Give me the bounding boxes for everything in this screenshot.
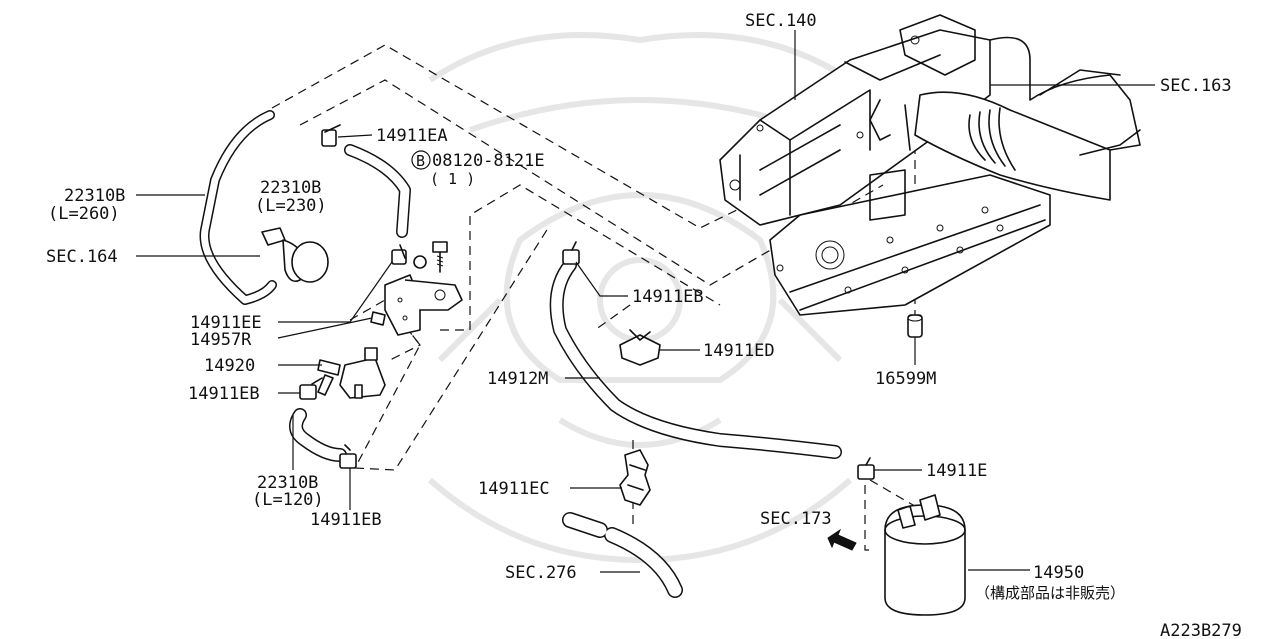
label-14911eb-left: 14911EB — [188, 384, 260, 404]
bolt-marker-circle — [411, 150, 431, 170]
label-sec276: SEC.276 — [505, 563, 577, 583]
clip-14911ed — [619, 329, 661, 366]
bolt-08120-8121e — [432, 241, 448, 273]
label-14911ed: 14911ED — [703, 341, 775, 361]
label-bolt-qty: ( 1 ) — [430, 170, 475, 188]
label-22310b-l260: 22310B — [64, 186, 125, 206]
label-14911ec: 14911EC — [478, 479, 550, 499]
label-14911eb-bottom: 14911EB — [310, 510, 382, 530]
label-14950-note: （構成部品は非販売） — [975, 584, 1125, 602]
clamp-14911eb-center — [562, 241, 580, 265]
label-08120-8121e: 08120-8121E — [432, 151, 545, 171]
valve-14920 — [317, 347, 386, 399]
label-22310b-l230: 22310B — [260, 178, 321, 198]
diagram-id: A223B279 — [1160, 621, 1242, 639]
label-22310b-l120-length: (L=120) — [252, 490, 324, 510]
clamp-14911ea — [321, 124, 341, 147]
label-14950: 14950 — [1033, 563, 1084, 583]
label-22310b-l260-length: (L=260) — [48, 204, 120, 224]
bracket-assembly — [370, 244, 463, 336]
label-14911eb-center: 14911EB — [632, 287, 704, 307]
label-sec163: SEC.163 — [1160, 76, 1232, 96]
label-14911ea: 14911EA — [376, 126, 448, 146]
label-14911e: 14911E — [926, 461, 987, 481]
canister-14950 — [884, 494, 966, 616]
clamp-14911e — [857, 457, 875, 480]
leader-lines — [136, 30, 1155, 573]
label-22310b-l230-length: (L=230) — [255, 196, 327, 216]
label-14957r: 14957R — [190, 330, 252, 350]
label-sec173: SEC.173 — [760, 509, 832, 529]
label-14920: 14920 — [204, 356, 255, 376]
label-22310b-l120: 22310B — [257, 473, 318, 493]
bolt-marker-letter: B — [416, 152, 425, 170]
clamp-14911eb-left — [299, 377, 323, 400]
label-14912m: 14912M — [487, 369, 548, 389]
cap-16599m — [907, 314, 923, 338]
sec164-valve — [261, 227, 329, 283]
label-16599m: 16599M — [875, 369, 936, 389]
label-14911ee: 14911EE — [190, 313, 262, 333]
label-sec164: SEC.164 — [46, 247, 118, 267]
label-sec140: SEC.140 — [745, 11, 817, 31]
clip-14911ec — [619, 449, 651, 506]
sec173-arrow — [827, 528, 857, 551]
engine-assembly — [719, 14, 1141, 316]
clamp-14911eb-bottom — [339, 444, 357, 469]
